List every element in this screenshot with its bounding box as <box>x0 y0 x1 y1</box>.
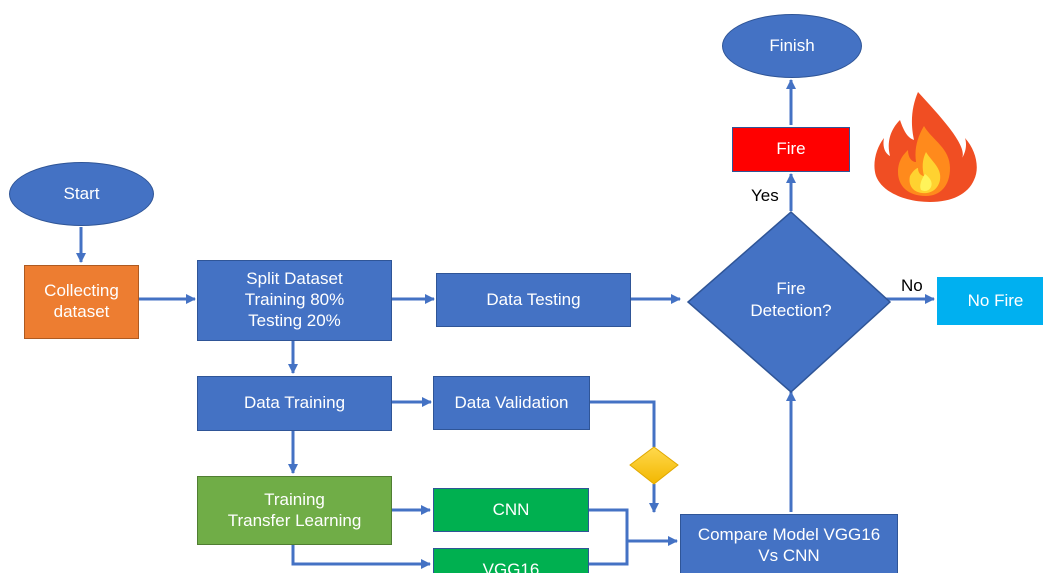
start-node: Start <box>9 162 154 226</box>
decision-label: Fire Detection? <box>750 279 832 321</box>
cnn-box: CNN <box>433 488 589 532</box>
decision-diamond <box>686 210 892 394</box>
transfer-learning-box: Training Transfer Learning <box>197 476 392 545</box>
line-vgg16-to-compare <box>589 541 629 566</box>
fire-icon <box>874 92 977 202</box>
data-validation-box: Data Validation <box>433 376 590 430</box>
yes-label: Yes <box>751 186 779 205</box>
line-validation-to-merge <box>590 400 656 447</box>
vgg16-box: VGG16 <box>433 548 589 573</box>
compare-model-box: Compare Model VGG16 Vs CNN <box>680 514 898 573</box>
line-cnn-to-compare <box>589 508 629 541</box>
merge-diamond <box>629 446 679 485</box>
arrow-transfer-to-vgg16 <box>291 545 431 569</box>
fire-box: Fire <box>732 127 850 172</box>
collecting-dataset-box: Collecting dataset <box>24 265 139 339</box>
no-label: No <box>901 276 923 295</box>
finish-node: Finish <box>722 14 862 78</box>
split-dataset-box: Split Dataset Training 80% Testing 20% <box>197 260 392 341</box>
no-fire-box: No Fire <box>937 277 1043 325</box>
data-testing-box: Data Testing <box>436 273 631 327</box>
data-training-box: Data Training <box>197 376 392 431</box>
